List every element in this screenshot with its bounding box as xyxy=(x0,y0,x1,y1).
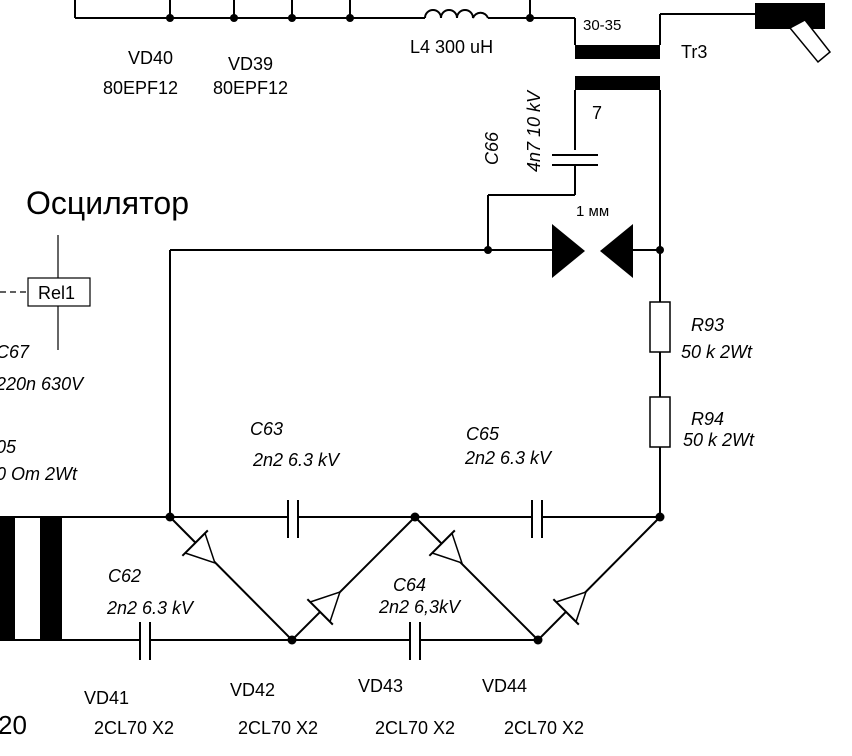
page-title: Осцилятор xyxy=(26,185,189,221)
label-c66-value: 4n7 10 kV xyxy=(524,89,544,172)
relay-rel1 xyxy=(0,235,91,350)
label-vd40-type: 80EPF12 xyxy=(103,78,178,98)
label-r94-value: 50 k 2Wt xyxy=(683,430,755,450)
label-vd42-type: 2CL70 X2 xyxy=(238,718,318,738)
label-vd44-name: VD44 xyxy=(482,676,527,696)
label-vd39-type: 80EPF12 xyxy=(213,78,288,98)
label-c67-name: C67 xyxy=(0,342,30,362)
label-tr3: Tr3 xyxy=(681,42,707,62)
label-c67-value: 220n 630V xyxy=(0,374,85,394)
capacitor-c66 xyxy=(487,154,598,250)
label-c64-name: C64 xyxy=(393,575,426,595)
transformer-tr3 xyxy=(574,3,832,250)
label-vd43-type: 2CL70 X2 xyxy=(375,718,455,738)
label-l4: L4 300 uH xyxy=(410,37,493,57)
label-corner-number: 20 xyxy=(0,710,27,740)
inductor-l4 xyxy=(424,9,489,19)
label-c62-name: C62 xyxy=(108,566,141,586)
label-vd41-type: 2CL70 X2 xyxy=(94,718,174,738)
hv-core-bar xyxy=(40,517,62,641)
label-c63-value: 2n2 6.3 kV xyxy=(252,450,341,470)
label-c65-name: C65 xyxy=(466,424,500,444)
label-tr3-secondary-turns: 7 xyxy=(592,103,602,123)
label-r94-name: R94 xyxy=(691,409,724,429)
label-r-left-name: 05 xyxy=(0,437,17,457)
label-vd44-type: 2CL70 X2 xyxy=(504,718,584,738)
label-c64-value: 2n2 6,3kV xyxy=(378,597,462,617)
label-vd43-name: VD43 xyxy=(358,676,403,696)
label-vd41-name: VD41 xyxy=(84,688,129,708)
multiplier-diodes xyxy=(169,516,661,641)
label-spark-gap: 1 мм xyxy=(576,203,609,220)
label-vd39-name: VD39 xyxy=(228,54,273,74)
multiplier-top-row xyxy=(0,500,665,538)
label-c63-name: C63 xyxy=(250,419,283,439)
label-r93-name: R93 xyxy=(691,315,724,335)
label-r-left-value: 0 Om 2Wt xyxy=(0,464,78,484)
label-vd42-name: VD42 xyxy=(230,680,275,700)
label-vd40-name: VD40 xyxy=(128,48,173,68)
spark-gap xyxy=(170,224,664,278)
hv-winding-bar xyxy=(0,517,15,641)
label-r93-value: 50 k 2Wt xyxy=(681,342,753,362)
label-tr3-primary-turns: 30-35 xyxy=(583,17,621,34)
label-c65-value: 2n2 6.3 kV xyxy=(464,448,553,468)
label-c66-name: C66 xyxy=(482,131,502,165)
resistors-r93-r94 xyxy=(649,250,671,517)
label-c62-value: 2n2 6.3 kV xyxy=(106,598,195,618)
top-rail xyxy=(74,0,576,45)
label-rel1: Rel1 xyxy=(38,283,75,303)
multiplier-bottom-row xyxy=(0,622,543,660)
